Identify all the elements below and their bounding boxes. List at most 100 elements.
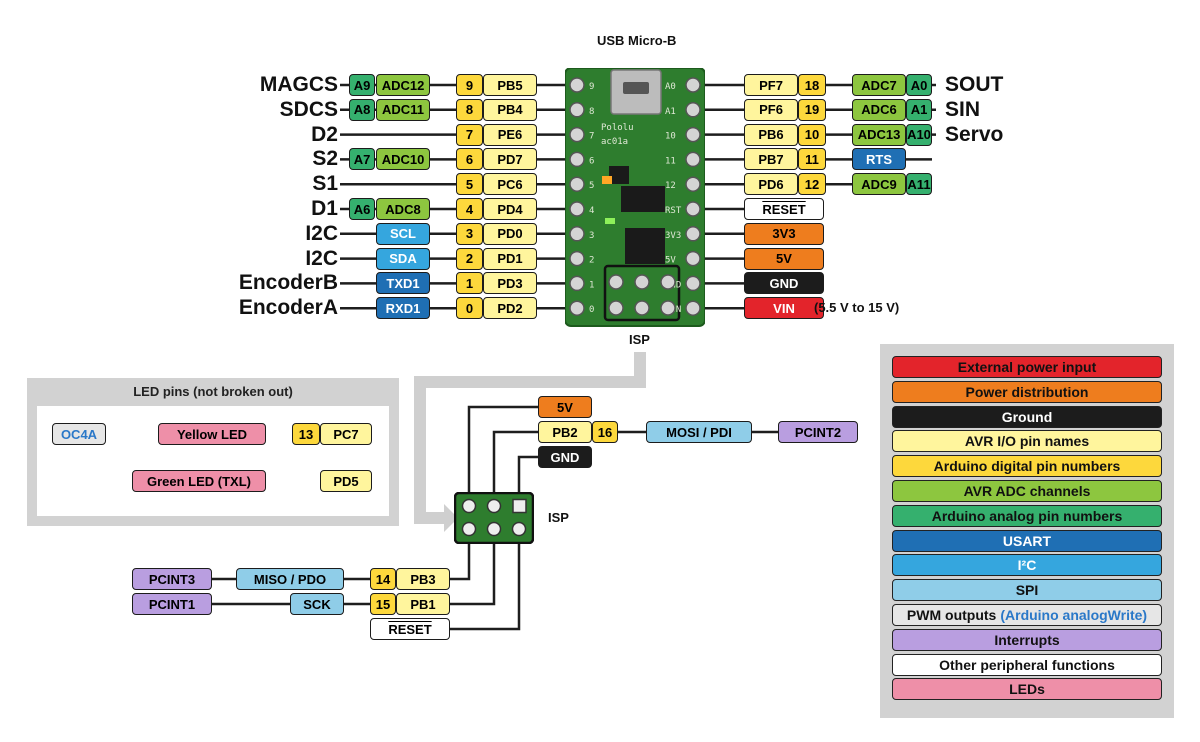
adc-channel-tag: ADC9	[852, 173, 906, 196]
board-pin-label: 11	[665, 156, 676, 166]
analog-pin-tag: A10	[906, 123, 932, 146]
miso-tag: MISO / PDO	[236, 568, 344, 590]
port-pin-tag: PE6	[483, 123, 537, 146]
pcint1-tag: PCINT1	[132, 593, 212, 615]
pd5-tag: PD5	[320, 470, 372, 492]
board-pin-hole	[685, 226, 701, 242]
legend-label: AVR I/O pin names	[964, 433, 1090, 450]
board-pin-label: RST	[665, 206, 682, 216]
board-pin-label: 5	[589, 181, 594, 191]
board-pin-hole	[685, 275, 701, 292]
right-signal-name: SOUT	[945, 73, 1004, 96]
board-pin-hole	[685, 250, 701, 267]
board-pin-hole	[569, 201, 585, 217]
left-signal-name: D1	[311, 197, 338, 220]
board-pin-hole	[685, 102, 701, 118]
digital-pin-tag: 9	[456, 74, 483, 96]
port-pin-tag: PD6	[744, 173, 798, 196]
board-pin-label: 1	[589, 280, 594, 290]
mosi-tag: MOSI / PDI	[646, 421, 752, 443]
left-signal-name: EncoderB	[238, 271, 338, 295]
board-pin-hole	[569, 77, 585, 93]
digital-pin-tag: 2	[456, 247, 483, 270]
led-panel-title: LED pins (not broken out)	[133, 384, 293, 399]
legend-item: Arduino digital pin numbers	[892, 455, 1162, 478]
legend-item: SPI	[892, 579, 1162, 602]
left-signal-name: S2	[312, 147, 338, 171]
power-tag: VIN	[744, 297, 824, 320]
digital-pin-tag: 11	[798, 148, 826, 171]
legend-label-extra: (Arduino analogWrite)	[1000, 607, 1148, 623]
isp-wire-pb3	[450, 544, 471, 581]
adc-channel-tag: ADC13	[852, 123, 906, 146]
isp-pb1-digital: 15	[370, 593, 396, 615]
legend-label: Interrupts	[994, 631, 1060, 648]
board-text-2: ac01a	[601, 137, 628, 147]
digital-pin-tag: 10	[798, 123, 826, 146]
isp-wire-gnd	[517, 455, 538, 492]
isp-callout-arrow	[414, 352, 646, 524]
port-pin-tag: PB7	[744, 148, 798, 171]
adc-channel-tag: ADC7	[852, 74, 906, 96]
power-tag: 3V3	[744, 222, 824, 245]
board-pin-hole	[569, 226, 585, 242]
sck-tag: SCK	[290, 593, 344, 615]
adc-channel-tag: ADC11	[376, 98, 430, 121]
port-pin-tag: PF6	[744, 98, 798, 121]
port-pin-tag: PD7	[483, 148, 537, 171]
isp-reset-tag: RESET	[370, 618, 450, 640]
digital-pin-tag: 1	[456, 272, 483, 295]
usart-tag: RTS	[852, 148, 906, 171]
adc-channel-tag: ADC6	[852, 98, 906, 121]
board-pin-label: 0	[589, 305, 594, 315]
board-pin-label: 3V3	[665, 231, 681, 241]
board-pin-hole	[685, 77, 701, 93]
isp-wire-5v	[467, 405, 538, 492]
legend-item: Power distribution	[892, 380, 1162, 403]
digital-pin-tag: 18	[798, 74, 826, 96]
isp-gnd-tag: GND	[538, 446, 592, 468]
led-digital-13: 13	[292, 423, 320, 445]
analog-pin-tag: A7	[349, 148, 375, 171]
legend-label: I²C	[1017, 557, 1037, 574]
isp-pb3-digital: 14	[370, 568, 396, 590]
left-signal-name: MAGCS	[259, 73, 338, 96]
digital-pin-tag: 3	[456, 222, 483, 245]
left-signal-name: S1	[312, 172, 338, 196]
adc-channel-tag: ADC10	[376, 148, 430, 171]
legend-label: Arduino analog pin numbers	[931, 507, 1123, 524]
legend-item: PWM outputs(Arduino analogWrite)	[892, 604, 1162, 626]
isp-header-outline	[603, 264, 681, 322]
isp-wire-reset	[450, 544, 521, 631]
analog-pin-tag: A8	[349, 98, 375, 121]
oc4a-tag: OC4A	[52, 423, 106, 445]
port-pin-tag: PD0	[483, 222, 537, 245]
digital-pin-tag: 8	[456, 98, 483, 121]
board-pin-hole	[569, 250, 585, 267]
power-tag: GND	[744, 272, 824, 295]
usb-label: USB Micro-B	[597, 33, 677, 48]
legend-item: Interrupts	[892, 628, 1162, 651]
right-signal-name: SIN	[945, 97, 981, 121]
green-led-tag: Green LED (TXL)	[132, 470, 266, 492]
digital-pin-tag: 5	[456, 173, 483, 196]
right-signal-name: Servo	[945, 122, 1004, 146]
board-pin-label: A1	[665, 107, 676, 117]
peripheral-tag: SCL	[376, 222, 430, 245]
port-pin-tag: PD1	[483, 247, 537, 270]
left-signal-name: SDCS	[279, 97, 338, 121]
yellow-led-tag: Yellow LED	[158, 423, 266, 445]
legend-label: SPI	[1015, 582, 1039, 599]
legend-item: Arduino analog pin numbers	[892, 504, 1162, 527]
board-pin-label: 7	[589, 132, 594, 142]
legend-label: LEDs	[1009, 681, 1045, 698]
analog-pin-tag: A9	[349, 74, 375, 96]
peripheral-tag: SDA	[376, 247, 430, 270]
board-pin-label: 2	[589, 256, 594, 266]
isp-callout-arrowhead	[444, 504, 458, 532]
isp-pb2-tag: PB2	[538, 421, 592, 443]
analog-pin-tag: A11	[906, 173, 932, 196]
board-pin-hole	[685, 151, 701, 168]
vin-range-note: (5.5 V to 15 V)	[814, 300, 900, 316]
